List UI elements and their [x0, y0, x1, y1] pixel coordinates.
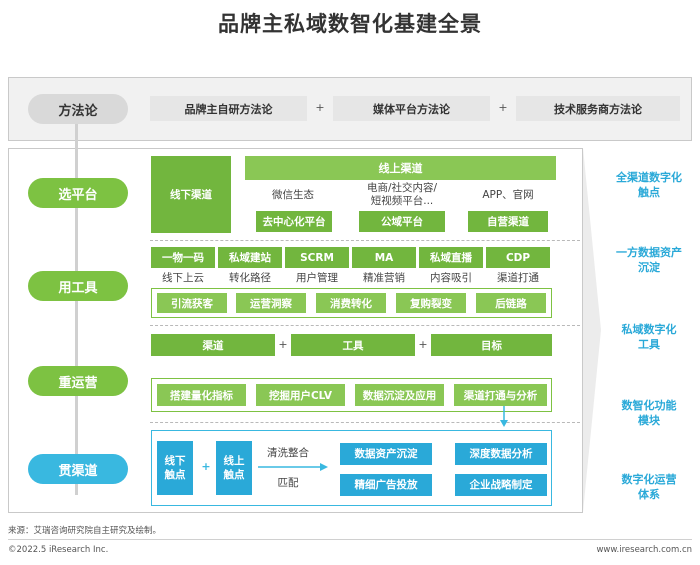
row-divider [150, 422, 580, 423]
offline-channel-box: 线下渠道 [151, 156, 231, 233]
outcome-5-line2: 体系 [638, 488, 660, 501]
offline-touchpoint-line2: 触点 [164, 469, 186, 481]
outcome-5-line1: 数字化运营 [621, 473, 677, 486]
ecommerce-label-1: 电商/社交内容/ [366, 182, 438, 194]
operation-tool-box: 工具 [291, 334, 415, 356]
channel-frame [151, 430, 552, 506]
online-channel-header: 线上渠道 [245, 156, 556, 180]
tool-box-1: 一物一码 [151, 247, 215, 268]
outcome-1-line2: 触点 [638, 186, 660, 199]
outcome-5: 数字化运营 体系 [603, 472, 695, 502]
tool-outcomes-frame [151, 288, 552, 318]
tool-caption-5: 内容吸引 [430, 272, 472, 284]
row-pill-channel: 贯渠道 [28, 454, 128, 484]
footer-divider [8, 539, 692, 540]
outcome-3: 私域数字化 工具 [603, 322, 695, 352]
outcome-3-line2: 工具 [638, 338, 660, 351]
methodology-item-1: 品牌主自研方法论 [150, 96, 307, 121]
match-label: 匹配 [277, 477, 299, 489]
methodology-item-3: 技术服务商方法论 [516, 96, 680, 121]
plus-sign: + [418, 338, 428, 351]
operation-step-3: 数据沉淀及应用 [355, 384, 444, 406]
source-note: 来源：艾瑞咨询研究院自主研究及绘制。 [8, 526, 162, 536]
tool-outcome-5: 后链路 [476, 293, 546, 313]
plus-sign: + [315, 101, 325, 114]
outcome-2-line1: 一方数据资产 [616, 246, 682, 259]
decentral-platform-box: 去中心化平台 [256, 211, 332, 232]
operation-step-4: 渠道打通与分析 [454, 384, 547, 406]
operation-steps-frame [151, 378, 552, 412]
tool-caption-1: 线下上云 [162, 272, 204, 284]
ecommerce-label-2: 短视频平台... [370, 195, 434, 207]
clean-integrate-label: 清洗整合 [267, 447, 309, 459]
public-platform-box: 公域平台 [359, 211, 445, 232]
tool-caption-2: 转化路径 [229, 272, 271, 284]
outcome-2-line2: 沉淀 [638, 261, 660, 274]
operation-step-1: 搭建量化指标 [157, 384, 246, 406]
row-pill-operation: 重运营 [28, 366, 128, 396]
down-arrow-icon [500, 406, 508, 427]
outcome-1: 全渠道数字化 触点 [603, 170, 695, 200]
tool-outcome-1: 引流获客 [157, 293, 227, 313]
wechat-label: 微信生态 [272, 189, 314, 201]
tool-outcome-2: 运营洞察 [236, 293, 306, 313]
tool-caption-3: 用户管理 [296, 272, 338, 284]
plus-sign: + [278, 338, 288, 351]
tool-box-2: 私域建站 [218, 247, 282, 268]
outcome-2: 一方数据资产 沉淀 [603, 245, 695, 275]
plus-sign: + [201, 460, 211, 473]
tool-box-3: SCRM [285, 247, 349, 268]
channel-cell-4: 企业战略制定 [455, 474, 547, 496]
channel-cell-2: 深度数据分析 [455, 443, 547, 465]
online-touchpoint-line1: 线上 [223, 455, 245, 467]
offline-touchpoint-line1: 线下 [164, 455, 186, 467]
operation-channel-box: 渠道 [151, 334, 275, 356]
tool-caption-4: 精准营销 [363, 272, 405, 284]
outcome-3-line1: 私域数字化 [621, 323, 677, 336]
tool-box-4: MA [352, 247, 416, 268]
tool-outcome-3: 消费转化 [316, 293, 386, 313]
right-arrow-shape [583, 148, 601, 512]
website: www.iresearch.com.cn [596, 545, 692, 555]
tool-box-6: CDP [486, 247, 550, 268]
methodology-pill: 方法论 [28, 94, 128, 124]
online-touchpoint-line2: 触点 [223, 469, 245, 481]
row-pill-platform: 选平台 [28, 178, 128, 208]
operation-step-2: 挖掘用户CLV [256, 384, 345, 406]
tool-outcome-4: 复购裂变 [396, 293, 466, 313]
own-channel-box: 自营渠道 [468, 211, 548, 232]
page-title: 品牌主私域数智化基建全景 [218, 12, 482, 36]
tool-box-5: 私域直播 [419, 247, 483, 268]
online-touchpoint-box: 线上 触点 [216, 441, 252, 495]
operation-target-box: 目标 [431, 334, 552, 356]
tool-caption-6: 渠道打通 [497, 272, 539, 284]
outcome-4-line2: 模块 [638, 414, 660, 427]
plus-sign: + [498, 101, 508, 114]
row-pill-tools: 用工具 [28, 271, 128, 301]
outcome-1-line1: 全渠道数字化 [616, 171, 682, 184]
methodology-item-2: 媒体平台方法论 [333, 96, 490, 121]
row-divider [150, 240, 580, 241]
right-arrow-icon [258, 463, 328, 471]
app-label: APP、官网 [482, 189, 534, 201]
channel-cell-3: 精细广告投放 [340, 474, 432, 496]
channel-cell-1: 数据资产沉淀 [340, 443, 432, 465]
outcome-4-line1: 数智化功能 [621, 399, 677, 412]
row-divider [150, 325, 580, 326]
outcome-4: 数智化功能 模块 [603, 398, 695, 428]
offline-touchpoint-box: 线下 触点 [157, 441, 193, 495]
copyright: ©2022.5 iResearch Inc. [8, 545, 109, 555]
